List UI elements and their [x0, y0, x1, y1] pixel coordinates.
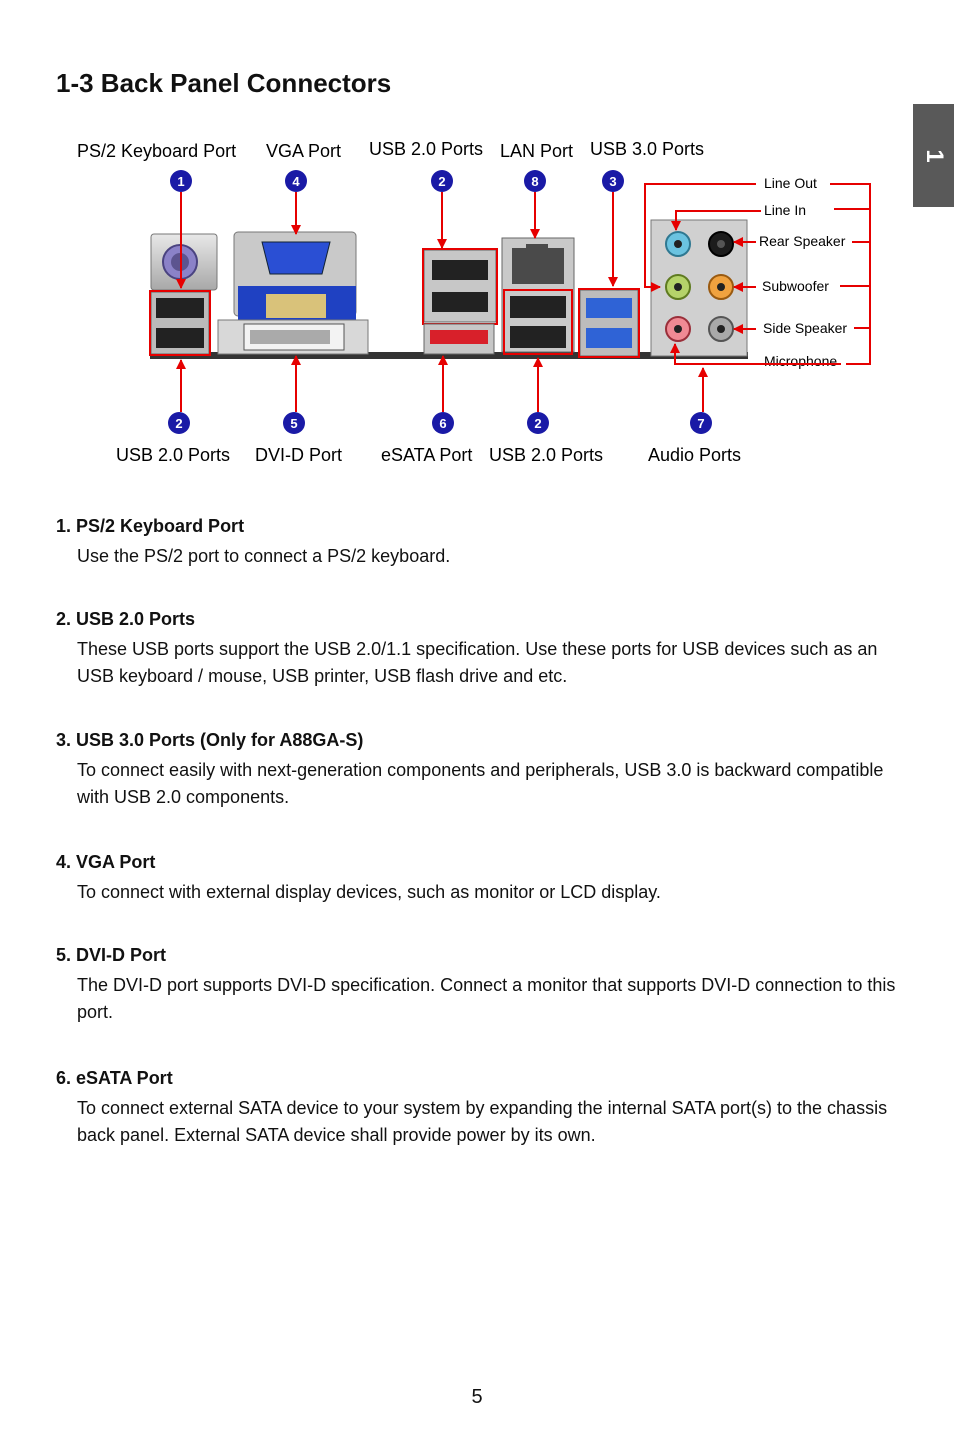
audio-label-line-out: Line Out [764, 175, 817, 191]
svg-text:3: 3 [609, 174, 616, 189]
svg-text:4: 4 [292, 174, 300, 189]
marker-8: 8 [524, 170, 546, 192]
section-body: To connect external SATA device to your … [77, 1098, 888, 1145]
marker-2-top: 2 [431, 170, 453, 192]
top-arrows [176, 183, 841, 365]
audio-label-microphone: Microphone [764, 353, 837, 369]
page-title: 1-3 Back Panel Connectors [56, 68, 392, 98]
back-panel-diagram: PS/2 Keyboard Port VGA Port USB 2.0 Port… [77, 139, 871, 465]
usb2-middle-ports [422, 248, 498, 325]
audio-label-rear-speaker: Rear Speaker [759, 233, 846, 249]
audio-label-side-speaker: Side Speaker [763, 320, 847, 336]
svg-text:5: 5 [290, 416, 297, 431]
label-usb3: USB 3.0 Ports [590, 139, 704, 159]
usb2-left-ports [149, 290, 211, 356]
label-usb2-bottom-left: USB 2.0 Ports [116, 445, 230, 465]
section-esata: 6. eSATA Port To connect external SATA d… [56, 1068, 906, 1149]
audio-label-line-in: Line In [764, 202, 806, 218]
section-heading: 1. PS/2 Keyboard Port [56, 516, 245, 536]
section-heading: 3. USB 3.0 Ports (Only for A88GA-S) [56, 730, 364, 750]
section-heading: 6. eSATA Port [56, 1068, 173, 1088]
label-usb2-bottom-right: USB 2.0 Ports [489, 445, 603, 465]
ps2-port [150, 233, 218, 291]
section-usb3: 3. USB 3.0 Ports (Only for A88GA-S) To c… [56, 730, 906, 811]
board-strip [150, 352, 748, 359]
audio-jacks [650, 219, 748, 357]
marker-5: 5 [283, 412, 305, 434]
label-lan: LAN Port [500, 141, 573, 161]
vga-port [233, 231, 357, 320]
section-body: Use the PS/2 port to connect a PS/2 keyb… [77, 546, 451, 566]
section-dvi: 5. DVI-D Port The DVI-D port supports DV… [56, 945, 906, 1026]
section-ps2: 1. PS/2 Keyboard Port Use the PS/2 port … [56, 516, 906, 570]
section-heading: 4. VGA Port [56, 852, 156, 872]
usb2-right-ports [503, 289, 573, 355]
section-body: To connect with external display devices… [77, 882, 661, 902]
chapter-tab: 1 [913, 104, 954, 207]
section-vga: 4. VGA Port To connect with external dis… [56, 852, 906, 906]
svg-text:1: 1 [177, 174, 184, 189]
marker-2-bottom-left: 2 [168, 412, 190, 434]
svg-text:7: 7 [697, 416, 704, 431]
section-body: To connect easily with next-generation c… [77, 760, 884, 807]
label-audio-ports: Audio Ports [648, 445, 741, 465]
marker-7: 7 [690, 412, 712, 434]
audio-label-subwoofer: Subwoofer [762, 278, 829, 294]
dvi-port [217, 319, 369, 355]
section-heading: 5. DVI-D Port [56, 945, 167, 965]
label-dvi-d: DVI-D Port [255, 445, 342, 465]
audio-bracket [830, 183, 871, 365]
section-body: These USB ports support the USB 2.0/1.1 … [77, 639, 878, 686]
marker-3: 3 [602, 170, 624, 192]
marker-1: 1 [170, 170, 192, 192]
section-heading: 2. USB 2.0 Ports [56, 609, 196, 629]
marker-4: 4 [285, 170, 307, 192]
section-usb2: 2. USB 2.0 Ports These USB ports support… [56, 609, 906, 690]
marker-2-bottom-right: 2 [527, 412, 549, 434]
label-esata: eSATA Port [381, 445, 472, 465]
svg-text:2: 2 [534, 416, 541, 431]
svg-text:2: 2 [438, 174, 445, 189]
label-usb2-top: USB 2.0 Ports [369, 139, 483, 159]
esata-port [423, 323, 495, 355]
svg-text:8: 8 [531, 174, 538, 189]
marker-6: 6 [432, 412, 454, 434]
page-number: 5 [471, 1386, 483, 1408]
svg-text:6: 6 [439, 416, 446, 431]
label-ps2-keyboard: PS/2 Keyboard Port [77, 141, 236, 161]
bottom-arrows [176, 355, 708, 412]
section-body: The DVI-D port supports DVI-D specificat… [77, 975, 896, 1022]
svg-text:2: 2 [175, 416, 182, 431]
usb3-ports [578, 288, 640, 358]
label-vga: VGA Port [266, 141, 341, 161]
